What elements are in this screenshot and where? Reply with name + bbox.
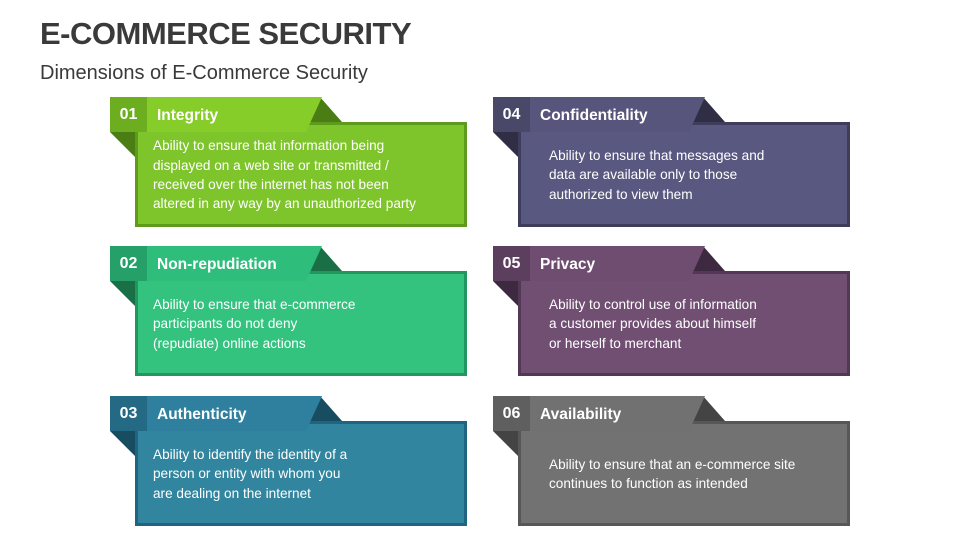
card-shape: [493, 396, 850, 526]
card-title: Privacy: [540, 256, 596, 273]
card-description-box: Ability to ensure that messages and data…: [521, 125, 847, 225]
card-title: Authenticity: [157, 406, 247, 423]
card-title: Integrity: [157, 107, 219, 124]
card-shape: [493, 97, 850, 227]
card-description: Ability to control use of information a …: [549, 297, 757, 351]
page-subtitle: Dimensions of E-Commerce Security: [40, 62, 368, 84]
card-description: Ability to ensure that information being…: [153, 138, 416, 212]
card-confidentiality: 04 Confidentiality Ability to ensure tha…: [493, 97, 850, 227]
card-description: Ability to ensure that e-commerce partic…: [153, 297, 356, 351]
card-shape: [110, 97, 467, 227]
card-title: Non-repudiation: [157, 256, 277, 273]
card-number: 04: [502, 106, 521, 123]
card-privacy: 05 Privacy Ability to control use of inf…: [493, 246, 850, 376]
card-title: Confidentiality: [540, 107, 648, 124]
card-title: Availability: [540, 406, 622, 423]
card-description: Ability to identify the identity of a pe…: [153, 447, 348, 501]
card-shape: [110, 396, 467, 526]
card-number: 01: [119, 106, 138, 123]
card-non-repudiation: 02 Non-repudiation Ability to ensure tha…: [110, 246, 467, 376]
page-title: E-COMMERCE SECURITY: [40, 16, 412, 51]
card-shape: [493, 246, 850, 376]
card-number: 06: [502, 405, 521, 422]
card-number: 02: [119, 255, 138, 272]
card-description-box: Ability to identify the identity of a pe…: [138, 424, 464, 524]
card-description-box: Ability to ensure that information being…: [138, 125, 464, 225]
card-description-box: Ability to ensure that an e-commerce sit…: [521, 424, 847, 524]
card-description-box: Ability to ensure that e-commerce partic…: [138, 274, 464, 374]
card-shape: [110, 246, 467, 376]
card-description: Ability to ensure that messages and data…: [549, 148, 765, 202]
card-number: 05: [502, 255, 521, 272]
card-description: Ability to ensure that an e-commerce sit…: [549, 456, 796, 491]
card-availability: 06 Availability Ability to ensure that a…: [493, 396, 850, 526]
card-description-box: Ability to control use of information a …: [521, 274, 847, 374]
card-integrity: 01 Integrity Ability to ensure that info…: [110, 97, 467, 227]
card-authenticity: 03 Authenticity Ability to identify the …: [110, 396, 467, 526]
card-number: 03: [119, 405, 138, 422]
